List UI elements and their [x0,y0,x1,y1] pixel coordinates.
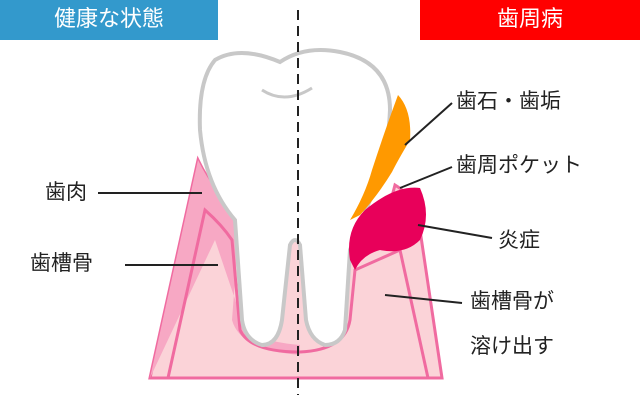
gum-inner-line [166,207,301,379]
gum-healthy [150,160,300,378]
healthy-banner: 健康な状態 [0,0,218,40]
label-calculus-plaque: 歯石・歯垢 [456,89,561,113]
leader-inflammation [417,224,493,239]
label-bone-loss-1: 歯槽骨が [470,289,554,313]
disease-banner: 歯周病 [420,0,640,40]
label-gum: 歯肉 [45,180,87,204]
inflammation [349,187,426,270]
label-alveolar-bone: 歯槽骨 [30,251,93,275]
calculus [350,95,411,220]
leader-bone-loss [384,294,463,304]
label-bone-loss-2: 溶け出す [470,334,554,358]
leader-pocket [399,166,453,189]
label-periodontal-pocket: 歯周ポケット [456,153,582,177]
tooth-groove [261,86,313,99]
tooth [197,48,393,348]
leader-calculus [404,102,453,146]
label-inflammation: 炎症 [498,228,540,252]
